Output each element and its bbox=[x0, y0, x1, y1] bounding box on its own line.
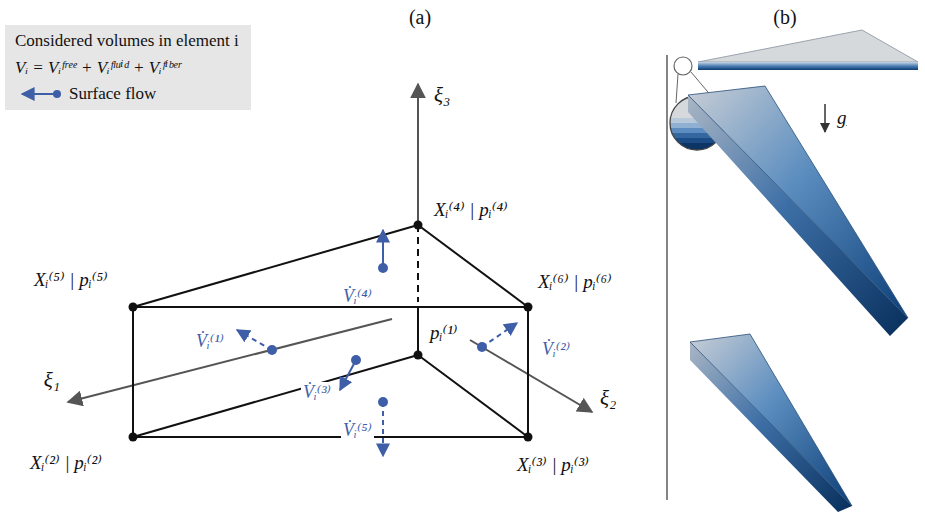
node-label: Xᵢ⁽⁵⁾ | pᵢ⁽⁵⁾ bbox=[32, 269, 110, 291]
node-label: Xᵢ⁽³⁾ | pᵢ⁽³⁾ bbox=[515, 454, 591, 476]
panel-label: (b) bbox=[771, 6, 798, 29]
volume-equation: Vᵢ = Vᵢᶠʳᵉᵉ + Vᵢᶠˡᵘⁱᵈ + Vᵢᶠⁱᵇᵉʳ bbox=[15, 57, 239, 78]
node-label: Xᵢ⁽⁶⁾ | pᵢ⁽⁶⁾ bbox=[536, 271, 614, 293]
node-label: Xᵢ⁽²⁾ | pᵢ⁽²⁾ bbox=[28, 452, 104, 474]
surface-flow-arrows bbox=[237, 230, 517, 456]
tilted-plate bbox=[690, 334, 852, 512]
flow-label: V̇ᵢ⁽²⁾ bbox=[540, 339, 572, 360]
flow-label: V̇ᵢ⁽³⁾ bbox=[301, 382, 333, 403]
axis-label: ξ₃ bbox=[432, 83, 452, 107]
legend-row: Surface flow bbox=[15, 84, 239, 104]
flow-label: V̇ᵢ⁽⁵⁾ bbox=[341, 420, 374, 441]
flow-sample bbox=[15, 87, 61, 101]
vertex-dots bbox=[129, 221, 533, 442]
axis-label: ξ₁ bbox=[42, 368, 62, 392]
gravity-label: g bbox=[835, 107, 849, 129]
axes bbox=[68, 84, 592, 412]
surface-flow-dots bbox=[267, 263, 487, 407]
flow-label: V̇ᵢ⁽⁴⁾ bbox=[341, 286, 374, 307]
panel-divider bbox=[666, 55, 667, 500]
flow-label: V̇ᵢ⁽¹⁾ bbox=[194, 331, 226, 352]
legend-heading: Considered volumes in element i bbox=[15, 31, 239, 51]
legend-box: Considered volumes in element i Vᵢ = Vᵢᶠʳ… bbox=[5, 25, 251, 110]
legend-text: Surface flow bbox=[69, 84, 156, 104]
prism-element bbox=[133, 225, 528, 437]
node-label: pᵢ⁽¹⁾ bbox=[428, 322, 460, 344]
tilted-plate bbox=[688, 86, 908, 336]
node-label: Xᵢ⁽⁴⁾ | pᵢ⁽⁴⁾ bbox=[432, 199, 510, 221]
panel-label: (a) bbox=[407, 6, 433, 29]
axis-label: ξ₂ bbox=[598, 386, 618, 410]
